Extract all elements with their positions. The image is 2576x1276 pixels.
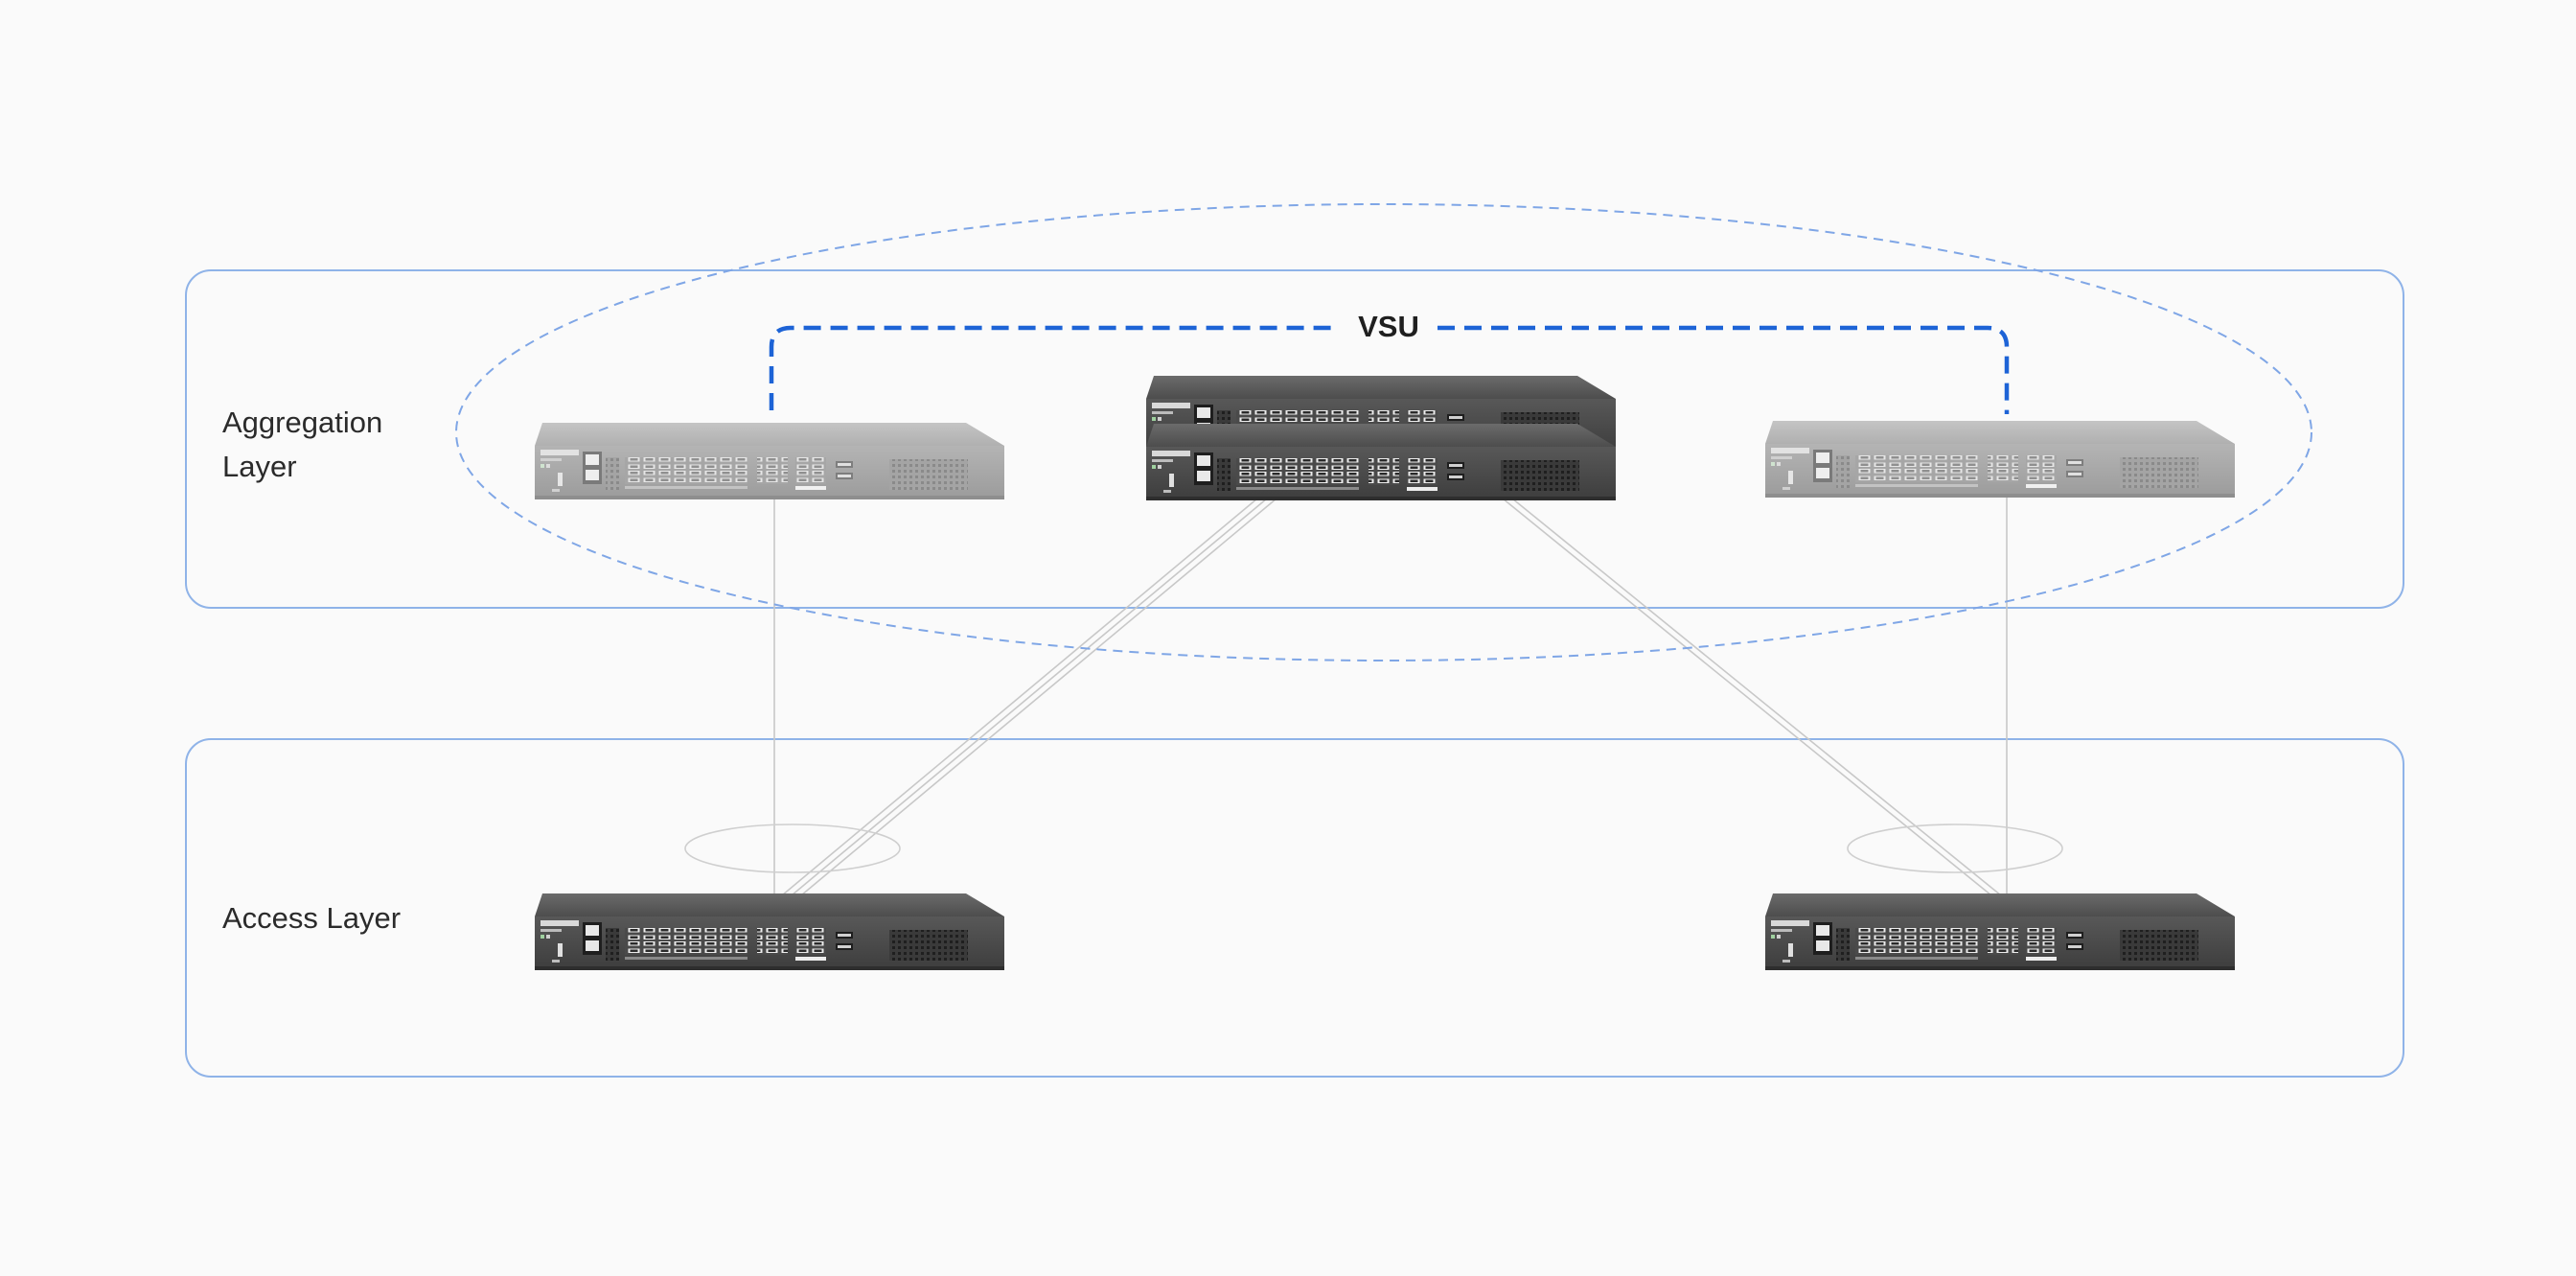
aggregation-layer-panel	[185, 269, 2404, 609]
switch-agg-center-bottom	[1146, 424, 1616, 500]
uplink-center-to-acc-left-b	[791, 498, 1268, 896]
vsu-link	[769, 325, 2010, 414]
lag-ellipse-right	[1847, 824, 2063, 873]
aggregation-layer-label: Aggregation Layer	[222, 406, 391, 483]
uplinks	[773, 495, 2008, 896]
switch-acc-left	[535, 893, 1004, 970]
switch-agg-right	[1765, 421, 2235, 498]
uplink-center-to-acc-right-b	[1511, 498, 2002, 896]
uplink-center-to-acc-right-a	[1502, 498, 1992, 896]
vsu-ellipse	[455, 203, 2312, 661]
switch-acc-right	[1765, 893, 2235, 970]
vsu-label: VSU	[1358, 310, 1419, 343]
access-layer-panel	[185, 738, 2404, 1078]
lag-ellipse-left	[684, 824, 901, 873]
uplink-center-to-acc-left-a	[781, 498, 1258, 896]
switch-agg-left	[535, 423, 1004, 499]
access-layer-label: Access Layer	[222, 901, 401, 935]
uplink-center-to-acc-left-c	[800, 498, 1277, 896]
